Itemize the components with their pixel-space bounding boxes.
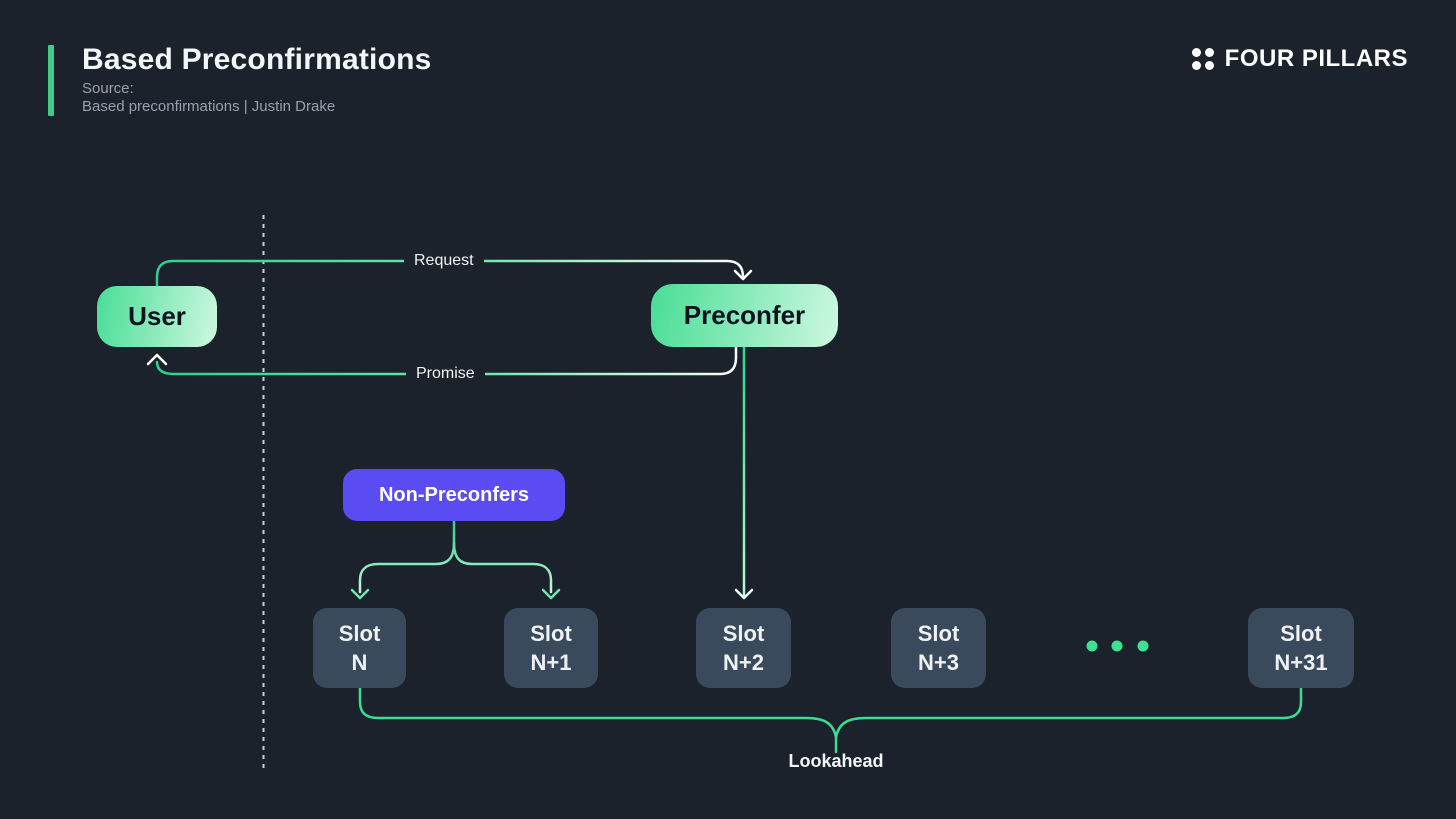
- fork-left-edge: [358, 519, 456, 594]
- preconfer-node: Preconfer: [651, 284, 838, 347]
- slot-title: Slot: [917, 620, 960, 646]
- slot-title: Slot: [1280, 620, 1322, 646]
- fork-left-arrowhead-icon: [350, 588, 370, 600]
- request-edge-label: Request: [404, 250, 484, 272]
- non-preconfers-node: Non-Preconfers: [343, 469, 565, 521]
- slot-n1-node: Slot N+1: [504, 608, 598, 688]
- slot-sub: N+31: [1274, 649, 1328, 675]
- slot-n31-node: Slot N+31: [1248, 608, 1354, 688]
- source-caption: Source: Based preconfirmations | Justin …: [82, 80, 335, 116]
- slot-sub: N: [351, 649, 368, 675]
- non-preconfers-node-label: Non-Preconfers: [378, 483, 530, 506]
- slot-sub: N+3: [918, 649, 959, 675]
- promise-edge: [155, 345, 738, 376]
- lookahead-brace-left: [358, 686, 838, 754]
- title-accent-bar: [48, 45, 54, 116]
- slot-title: Slot: [338, 620, 381, 646]
- slot-sub: N+1: [530, 649, 572, 675]
- slot-n-node: Slot N: [313, 608, 406, 688]
- promise-arrowhead-icon: [146, 353, 168, 366]
- four-dots-icon: [1191, 48, 1214, 70]
- brand-logo: FOUR PILLARS: [1191, 45, 1408, 73]
- brand-name: FOUR PILLARS: [1224, 45, 1408, 72]
- slot-title: Slot: [722, 620, 765, 646]
- slot-n3-node: Slot N+3: [891, 608, 986, 688]
- user-node: User: [97, 286, 217, 347]
- slot-n2-node: Slot N+2: [696, 608, 791, 688]
- user-node-label: User: [128, 301, 186, 331]
- fork-right-edge: [452, 541, 553, 594]
- request-edge: [155, 259, 745, 290]
- source-label: Source:: [82, 80, 134, 97]
- lookahead-brace-right: [834, 686, 1303, 739]
- ellipsis-dots-icon: [1086, 640, 1149, 652]
- preconfer-to-slot-arrowhead-icon: [734, 588, 754, 600]
- preconfer-node-label: Preconfer: [683, 300, 806, 330]
- promise-edge-label: Promise: [406, 363, 485, 385]
- page-title: Based Preconfirmations: [82, 43, 432, 76]
- source-value: Based preconfirmations | Justin Drake: [82, 98, 336, 115]
- slot-title: Slot: [530, 620, 572, 646]
- slot-sub: N+2: [723, 649, 764, 675]
- lookahead-label: Lookahead: [788, 751, 884, 771]
- request-arrowhead-icon: [733, 269, 753, 281]
- fork-right-arrowhead-icon: [541, 588, 561, 600]
